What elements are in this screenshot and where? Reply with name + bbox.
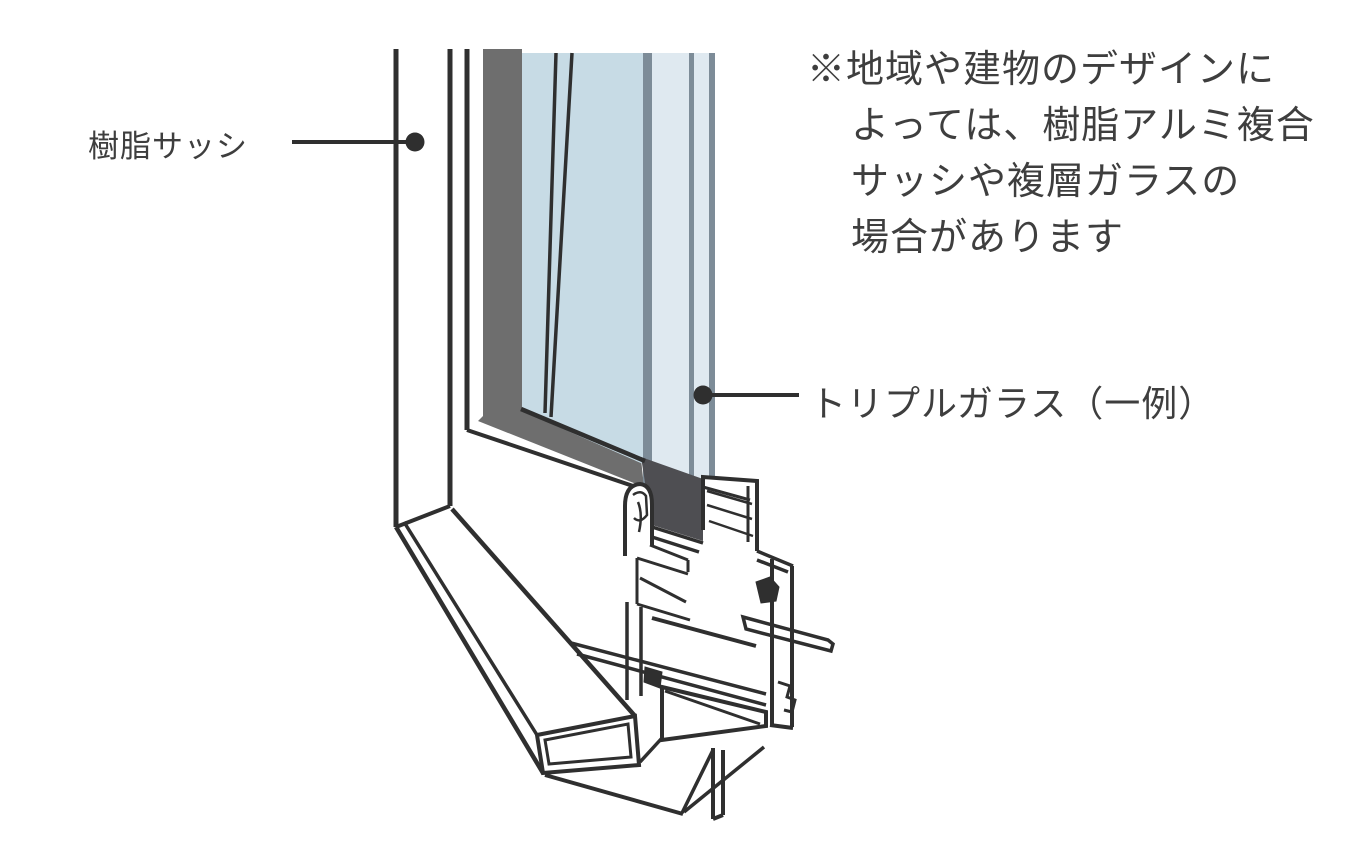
glazing-bead-clip [777,680,797,714]
frame-step-ledge [756,549,794,574]
glazing-channel-floor [651,525,704,554]
sill-underside-edge [544,773,684,816]
sash-bottom-edge [651,616,757,648]
frame-interior-plates [570,641,767,707]
triple-glass-unit [520,52,715,541]
pane-edge-3 [709,53,715,482]
leaders [292,132,799,405]
note: ※地域や建物のデザインに よっては、樹脂アルミ複合 サッシや複層ガラスの 場合が… [807,42,1315,266]
glass-leader-dot [693,385,713,405]
frame-label: 樹脂サッシ [88,129,248,164]
glass-front-pane [522,53,643,464]
interior-sill-fin [740,614,836,654]
air-gap-2 [694,53,709,505]
note-line: 場合があります [851,217,1125,259]
note-line: ※地域や建物のデザインに [807,49,1276,91]
glass-seam-lines [543,52,574,418]
weather-seal [755,576,780,604]
note-line: よっては、樹脂アルミ複合 [851,105,1315,147]
sash-upstand [701,474,759,551]
frame-profile-section [544,549,836,821]
sash-profile-section [623,474,780,648]
glass-bottom-edge [520,406,646,464]
sill-top-back-edge [466,428,643,491]
frame-reveal-shadow [478,49,644,487]
note-line: サッシや複層ガラスの [851,161,1241,203]
sill-end-box [534,713,642,776]
pane-edge-1 [643,53,652,489]
glass-label: トリプルガラス（一例） [810,383,1216,424]
gasket-seal-lower [643,666,663,689]
glazing-gasket [623,481,654,556]
glazing-bed [641,457,703,541]
frame-leader-dot [405,132,425,152]
pane-edge-2 [689,53,694,502]
air-gap-1 [652,53,689,500]
frame-outline [393,49,637,775]
